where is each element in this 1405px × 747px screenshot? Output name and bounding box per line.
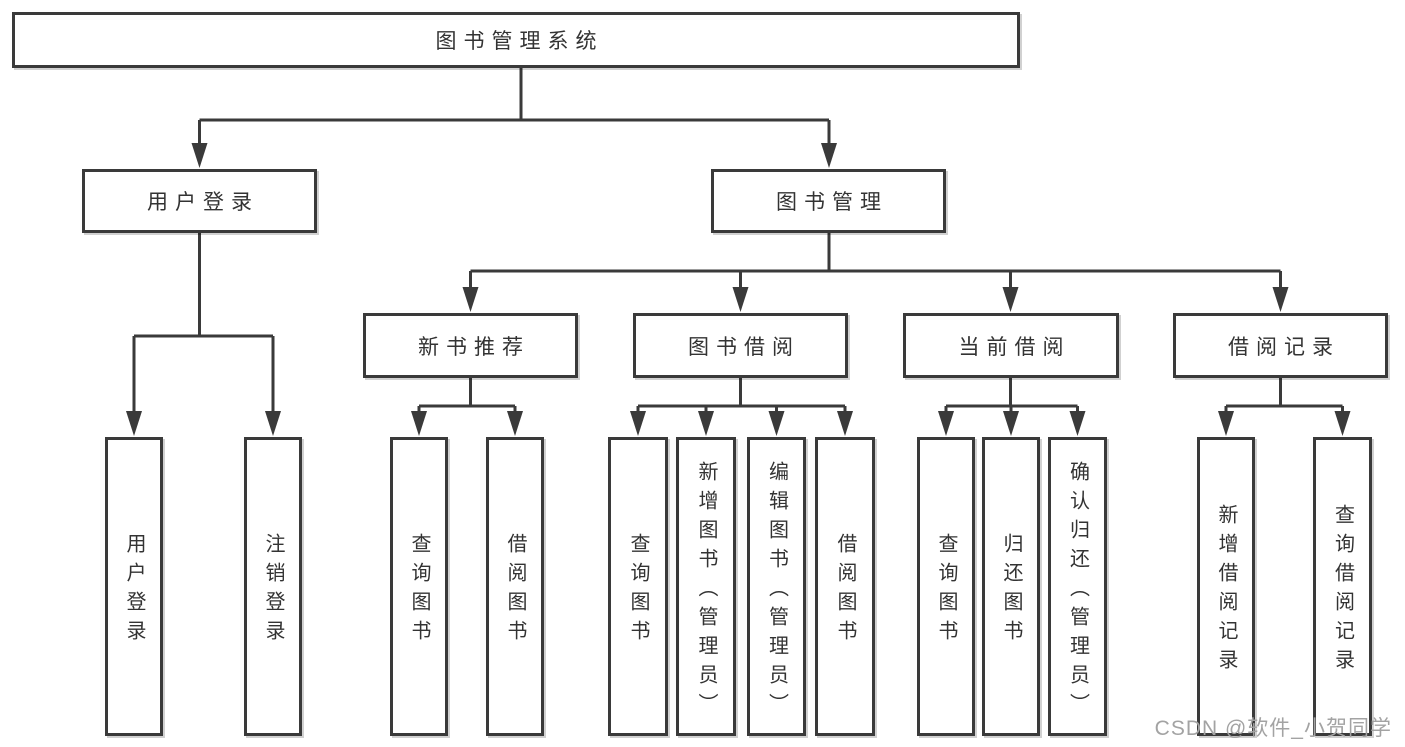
leaf-add-books-admin: 新增图书（管理员）	[676, 437, 736, 736]
node-new-book-recommend-label: 新书推荐	[418, 335, 530, 359]
csdn-watermark: CSDN @软件_小贺同学	[1154, 717, 1392, 740]
node-book-borrowing-label: 图书借阅	[688, 335, 800, 359]
leaf-borrow-books-recommend-label: 借阅图书	[504, 533, 526, 649]
leaf-query-books-borrow-label: 查询图书	[627, 533, 649, 649]
leaf-add-borrow-record-label: 新增借阅记录	[1215, 504, 1237, 678]
leaf-query-books-borrow: 查询图书	[608, 437, 668, 736]
leaf-user-login-label: 用户登录	[123, 533, 145, 649]
leaf-query-books-recommend: 查询图书	[390, 437, 448, 736]
leaf-user-login: 用户登录	[105, 437, 163, 736]
leaf-query-books-recommend-label: 查询图书	[408, 533, 430, 649]
node-book-management-branch: 图书管理	[711, 169, 946, 233]
leaf-edit-books-admin: 编辑图书（管理员）	[747, 437, 806, 736]
node-new-book-recommend: 新书推荐	[363, 313, 578, 378]
node-borrow-records: 借阅记录	[1173, 313, 1388, 378]
connector-paths	[132, 67, 1344, 414]
leaf-add-borrow-record: 新增借阅记录	[1197, 437, 1255, 736]
leaf-confirm-return-admin: 确认归还（管理员）	[1048, 437, 1107, 736]
node-current-borrowing: 当前借阅	[903, 313, 1119, 378]
node-book-management-branch-label: 图书管理	[776, 191, 888, 214]
leaf-query-borrow-record-label: 查询借阅记录	[1331, 504, 1354, 678]
leaf-query-borrow-record: 查询借阅记录	[1313, 437, 1372, 736]
leaf-return-books: 归还图书	[982, 437, 1040, 736]
leaf-edit-books-admin-label: 编辑图书（管理员）	[765, 460, 788, 722]
leaf-borrow-books-label: 借阅图书	[834, 533, 856, 649]
leaf-borrow-books-recommend: 借阅图书	[486, 437, 544, 736]
leaf-query-books-current: 查询图书	[917, 437, 975, 736]
leaf-logout: 注销登录	[244, 437, 302, 736]
leaf-query-books-current-label: 查询图书	[935, 533, 957, 649]
node-book-borrowing: 图书借阅	[633, 313, 848, 378]
node-root: 图书管理系统	[12, 12, 1020, 68]
arrowheads	[126, 143, 1351, 436]
node-user-login-branch: 用户登录	[82, 169, 317, 233]
node-user-login-branch-label: 用户登录	[147, 191, 259, 214]
leaf-confirm-return-admin-label: 确认归还（管理员）	[1066, 460, 1089, 722]
leaf-add-books-admin-label: 新增图书（管理员）	[695, 460, 717, 722]
node-borrow-records-label: 借阅记录	[1228, 335, 1340, 359]
leaf-logout-label: 注销登录	[262, 533, 284, 649]
leaf-return-books-label: 归还图书	[1000, 533, 1022, 649]
node-current-borrowing-label: 当前借阅	[958, 335, 1071, 359]
leaf-borrow-books: 借阅图书	[815, 437, 875, 736]
node-root-label: 图书管理系统	[435, 30, 604, 53]
